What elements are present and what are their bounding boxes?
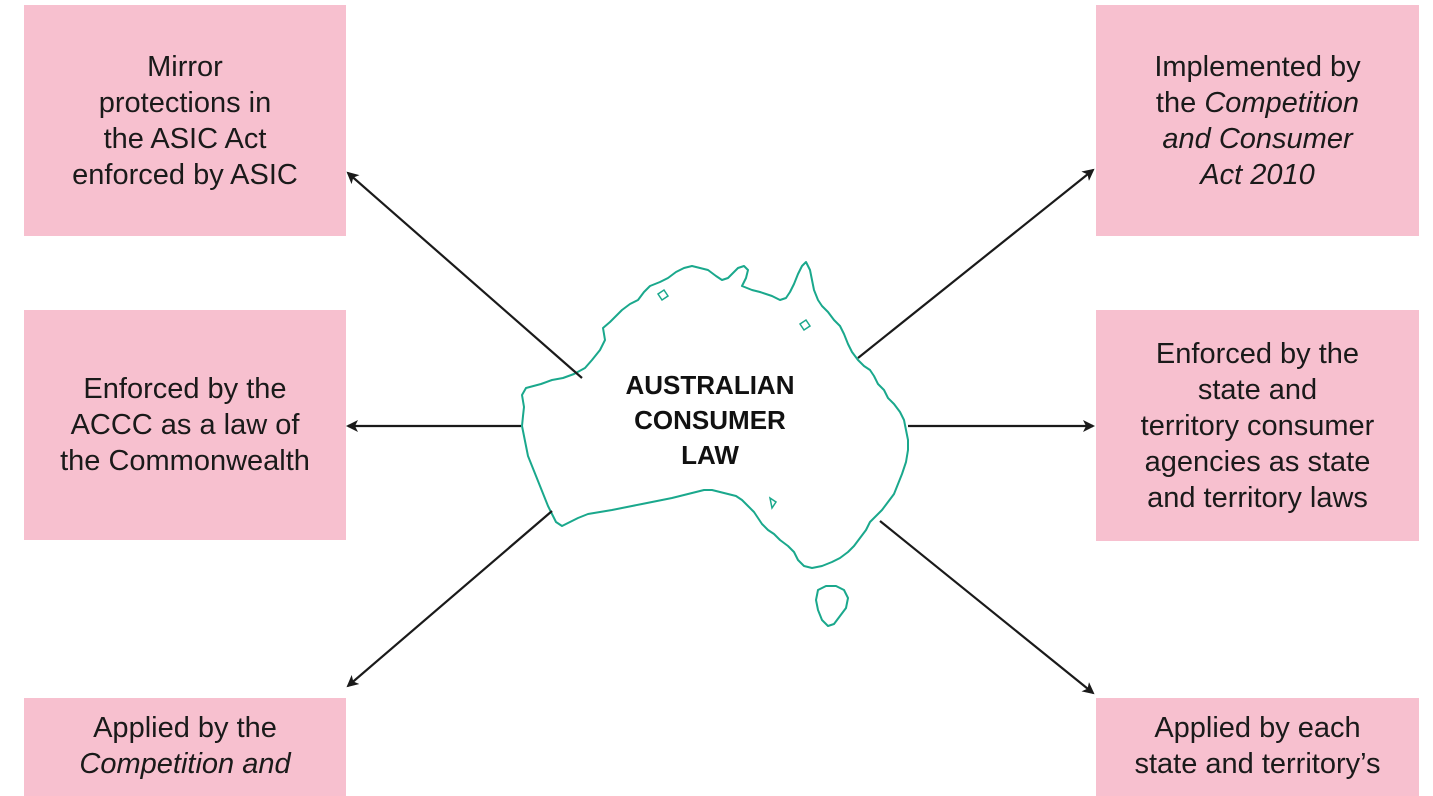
center-label-line-2: CONSUMER bbox=[634, 405, 786, 435]
box-text-line: protections in bbox=[98, 86, 272, 119]
arrow-to-bottom-left-box bbox=[346, 510, 553, 688]
box-text-line: Applied by the bbox=[93, 712, 277, 744]
box-text-line: ACCC as a law of bbox=[70, 409, 300, 441]
box-applied-by-competition-act: Applied by the Competition and bbox=[24, 698, 346, 796]
australian-consumer-law-label: AUSTRALIAN CONSUMER LAW bbox=[560, 368, 860, 473]
box-asic-mirror-protections: Mirror protections in the ASIC Act enfor… bbox=[24, 5, 346, 236]
box-text-line: and territory laws bbox=[1147, 481, 1368, 514]
box-text-line-italic: Competition and bbox=[79, 748, 291, 780]
box-text-line: state and territory’s bbox=[1134, 748, 1381, 780]
box-state-territory-agencies: Enforced by the state and territory cons… bbox=[1096, 310, 1419, 541]
center-label-line-3: LAW bbox=[681, 440, 739, 470]
box-text-line: the Commonwealth bbox=[60, 445, 310, 477]
box-implemented-by-cca-2010: Implemented by the Competition and Consu… bbox=[1096, 5, 1419, 236]
box-text-line: territory consumer bbox=[1140, 409, 1375, 442]
box-text-line-italic: and Consumer bbox=[1162, 122, 1353, 155]
box-accc-commonwealth-law: Enforced by the ACCC as a law of the Com… bbox=[24, 310, 346, 540]
box-applied-by-state-territory: Applied by each state and territory’s bbox=[1096, 698, 1419, 796]
arrow-to-top-right-box bbox=[857, 168, 1095, 359]
arrow-to-bottom-right-box bbox=[879, 520, 1095, 695]
center-label-line-1: AUSTRALIAN bbox=[625, 370, 795, 400]
box-text-line: Applied by each bbox=[1154, 712, 1361, 744]
box-text-line: Mirror bbox=[147, 50, 223, 83]
box-text-line-mixed: the Competition bbox=[1156, 85, 1359, 121]
box-text-run: the bbox=[1155, 86, 1197, 119]
box-text-line: Enforced by the bbox=[1155, 337, 1360, 370]
box-text-line: the ASIC Act bbox=[103, 122, 267, 155]
box-text-line: Enforced by the bbox=[83, 373, 287, 405]
box-text-line: state and bbox=[1197, 373, 1318, 406]
box-text-run-italic: Competition bbox=[1204, 86, 1360, 119]
box-text-line: enforced by ASIC bbox=[72, 158, 298, 191]
box-text-line-italic: Act 2010 bbox=[1200, 158, 1315, 191]
box-text-line: agencies as state bbox=[1144, 445, 1371, 478]
box-text-line: Implemented by bbox=[1154, 50, 1361, 83]
arrow-to-top-left-box bbox=[346, 171, 583, 379]
